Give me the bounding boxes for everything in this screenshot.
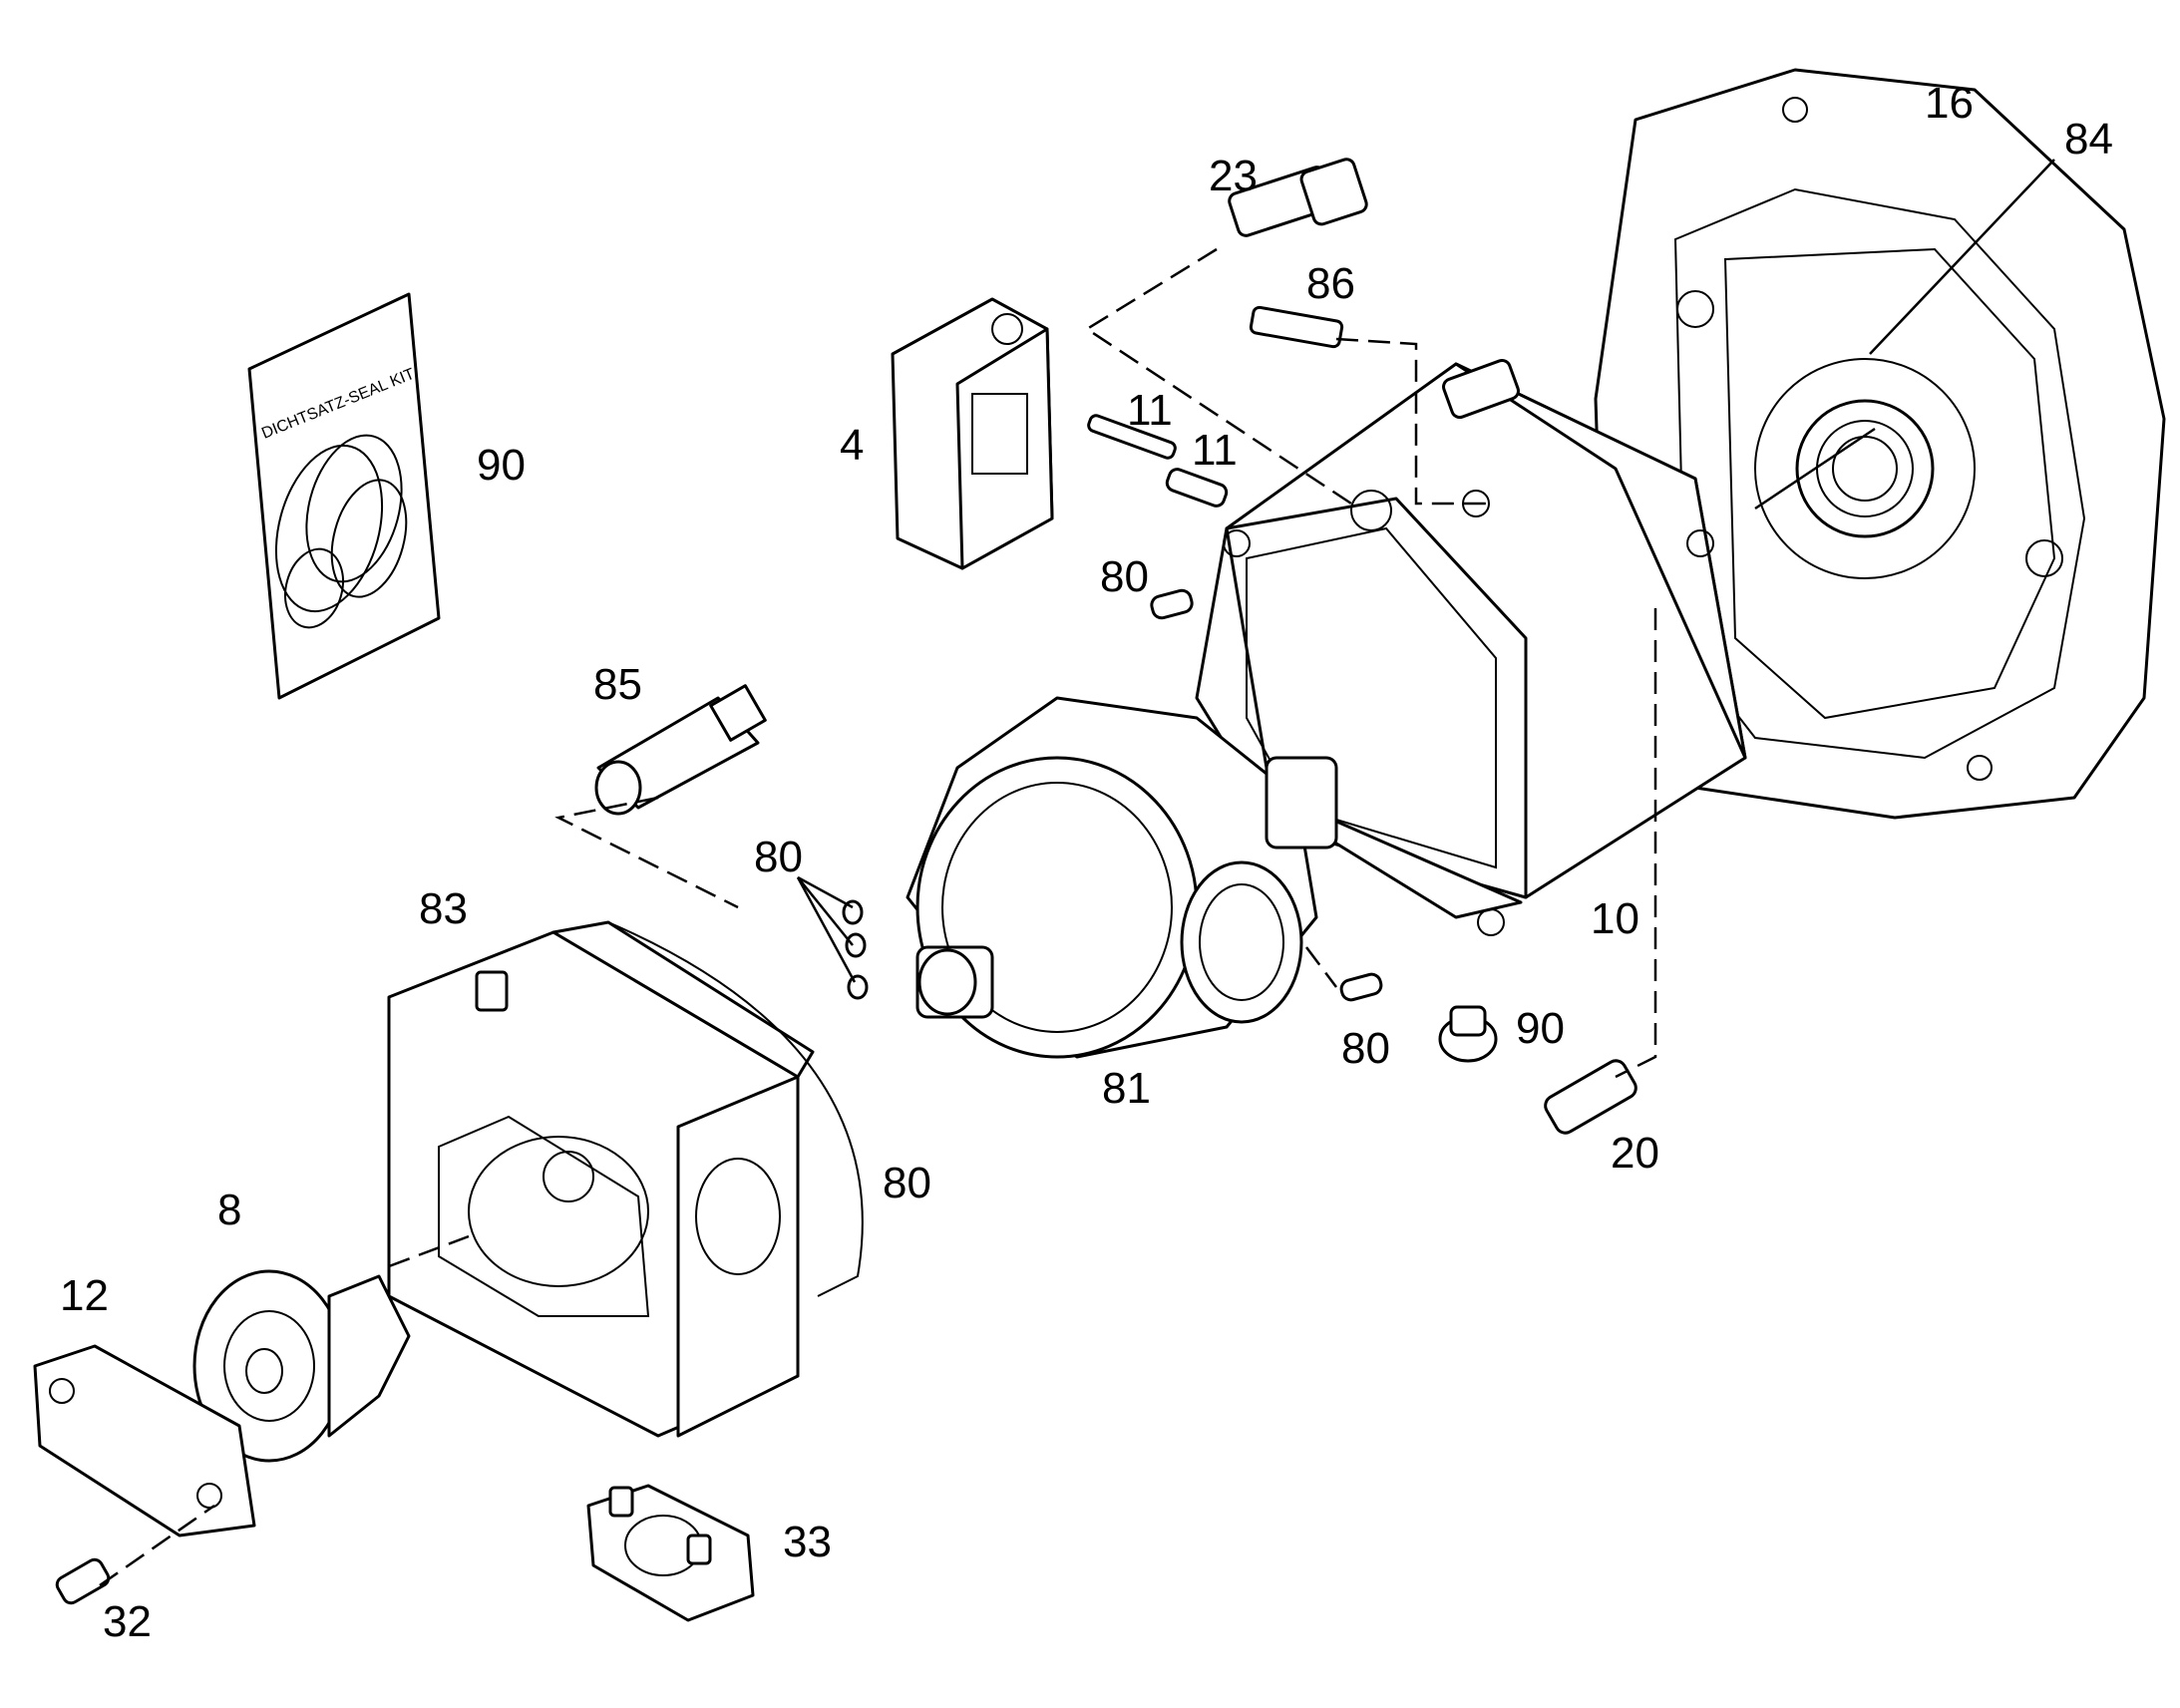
part-11-pin	[1087, 414, 1229, 508]
seal-kit-bag-90: DICHTSATZ-SEAL KIT	[247, 292, 441, 700]
callout-12: 12	[60, 1271, 109, 1320]
control-valve-4	[891, 297, 1054, 570]
callout-90-seal-kit: 90	[477, 441, 526, 490]
callout-23: 23	[1209, 152, 1258, 200]
leader-lines	[796, 159, 2055, 983]
callout-11-upper: 11	[1127, 386, 1173, 435]
callout-80-pin-bottom: 80	[1341, 1024, 1390, 1073]
callout-81: 81	[1102, 1064, 1151, 1113]
flange-16	[1594, 68, 2166, 820]
cover-83	[387, 920, 864, 1438]
callout-8: 8	[217, 1186, 242, 1234]
part-86-fitting	[1249, 305, 1344, 349]
assembly-lines	[99, 247, 1657, 1587]
callout-90-plug: 90	[1516, 1004, 1565, 1053]
callout-10: 10	[1591, 894, 1639, 943]
part-23-screw	[1228, 158, 1368, 237]
part-80-pin-top	[1150, 588, 1194, 620]
callout-32: 32	[103, 1597, 152, 1646]
part-85	[594, 684, 767, 816]
callout-20: 20	[1611, 1129, 1659, 1178]
callout-83: 83	[419, 884, 468, 933]
callout-86: 86	[1306, 259, 1355, 308]
part-8	[192, 1269, 411, 1463]
part-33	[586, 1484, 755, 1622]
callout-80-orings: 80	[754, 833, 803, 881]
part-32-screw	[55, 1557, 111, 1605]
callout-80-pin-top: 80	[1100, 552, 1149, 601]
callout-11-lower: 11	[1192, 426, 1238, 475]
callout-80-cover: 80	[883, 1159, 931, 1207]
callout-16: 16	[1925, 79, 1974, 128]
part-80-orings	[842, 899, 869, 1000]
part-80-pin-bottom	[1339, 972, 1383, 1002]
callout-84: 84	[2064, 115, 2113, 164]
callout-4: 4	[840, 421, 865, 470]
callout-85: 85	[593, 660, 642, 709]
rotating-group-81	[906, 696, 1338, 1059]
part-20-screw	[1544, 1059, 1637, 1135]
part-90-plug	[1438, 1005, 1498, 1063]
callout-33: 33	[783, 1518, 832, 1566]
